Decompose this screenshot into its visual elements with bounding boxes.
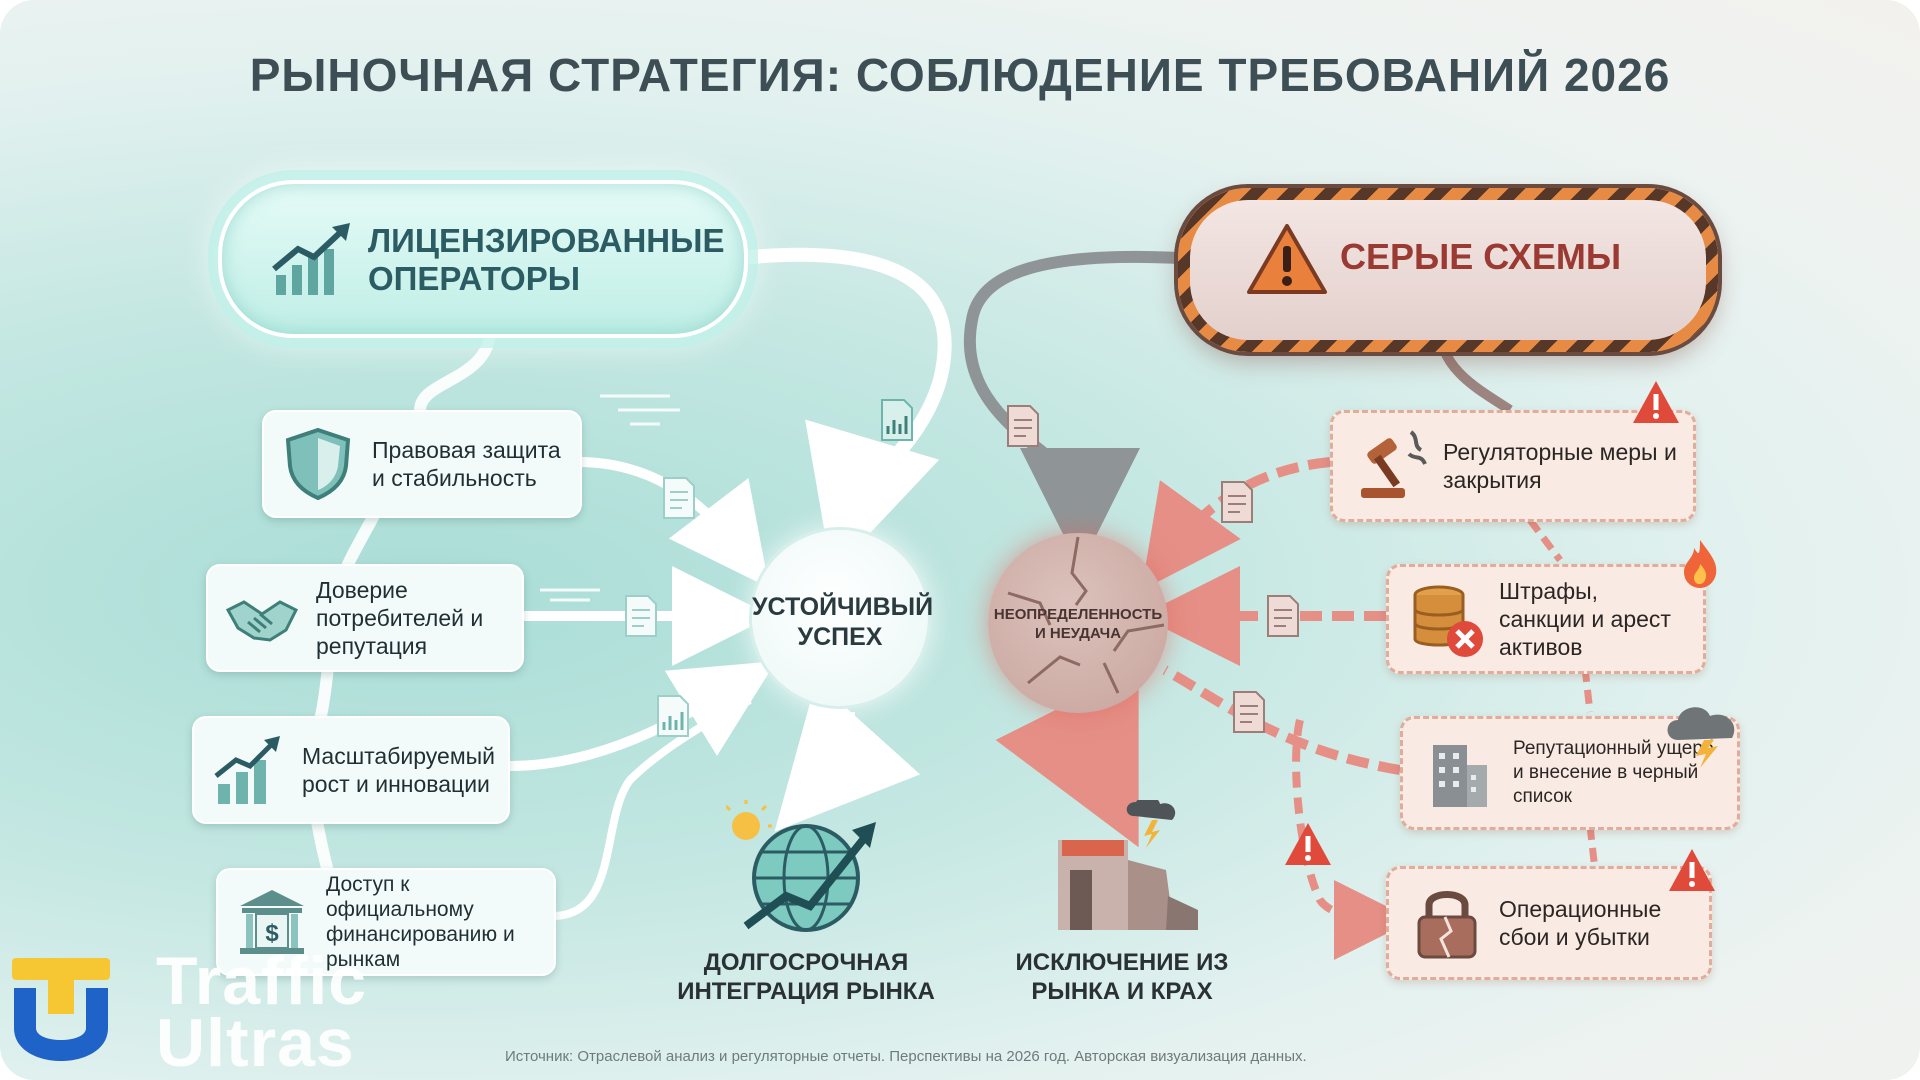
alert-triangle-icon — [1633, 381, 1679, 423]
risk-label: Регуляторные меры и закрытия — [1443, 439, 1677, 493]
risk-chain-connector — [1527, 517, 1599, 871]
collapsed-store-icon — [1058, 800, 1198, 930]
licensed-operators-node: ЛИЦЕНЗИРОВАННЫЕ ОПЕРАТОРЫ — [218, 180, 748, 338]
page-title: РЫНОЧНАЯ СТРАТЕГИЯ: СОБЛЮДЕНИЕ ТРЕБОВАНИ… — [249, 49, 1671, 101]
bar-growth-icon — [214, 736, 280, 804]
benefit-card-trust: Доверие потребителей и репутация — [206, 564, 524, 672]
torn-document-icon — [1221, 481, 1253, 523]
risk-label: Репутационный ущерб и внесение в черный … — [1513, 738, 1714, 807]
traffic-ultras-logo: Traffic Ultras — [6, 943, 446, 1080]
warning-icon — [1247, 224, 1327, 294]
logo-word-2: Ultras — [156, 1005, 355, 1080]
risk-card-operational: Операционные сбои и убытки — [1386, 866, 1712, 980]
failure-to-outcome-connector — [995, 668, 1139, 848]
globe-growth-icon — [726, 800, 876, 932]
torn-document-icon — [1267, 595, 1299, 637]
shield-icon — [285, 427, 351, 501]
benefit-3-connector — [509, 661, 777, 771]
grey-to-failure-connector — [963, 250, 1181, 568]
risk-card-reputation: Репутационный ущерб и внесение в черный … — [1400, 716, 1740, 830]
svg-text:$: $ — [265, 920, 279, 947]
success-hub-label: УСТОЙЧИВЫЙ УСПЕХ — [752, 593, 934, 651]
benefit-4-connector — [551, 696, 752, 920]
success-to-outcome-connector — [774, 680, 921, 832]
alert-triangle-icon — [1285, 823, 1331, 865]
benefit-label: Правовая защита и стабильность — [372, 437, 561, 491]
bank-icon: $ — [240, 890, 304, 954]
outcome-collapse-label: ИСКЛЮЧЕНИЕ ИЗ РЫНКА И КРАХ — [1015, 949, 1229, 1005]
torn-document-icon — [1233, 691, 1265, 733]
report-document-icon — [881, 399, 913, 441]
growth-chart-icon — [272, 223, 350, 295]
logo-word-1: Traffic — [156, 943, 368, 1019]
source-note: Источник: Отраслевой анализ и регуляторн… — [505, 1048, 1307, 1065]
broken-lock-icon — [1417, 891, 1477, 959]
crack-lines — [1007, 536, 1165, 694]
handshake-icon — [225, 600, 299, 642]
benefit-label: Масштабируемый рост и инновации — [302, 743, 496, 797]
outcome-integration-label: ДОЛГОСРОЧНАЯ ИНТЕГРАЦИЯ РЫНКА — [677, 949, 935, 1005]
licensed-to-success-connector — [739, 247, 952, 574]
grey-schemes-label: СЕРЫЕ СХЕМЫ — [1340, 236, 1622, 277]
torn-document-icon — [1007, 405, 1039, 447]
storm-cloud-icon — [1667, 707, 1735, 768]
benefit-card-growth: Масштабируемый рост и инновации — [192, 716, 510, 824]
risk-4-connector — [1292, 719, 1414, 960]
risk-card-fines: Штрафы, санкции и арест активов — [1386, 564, 1706, 674]
grey-schemes-node: СЕРЫЕ СХЕМЫ — [1178, 188, 1718, 352]
document-icon — [625, 595, 657, 637]
licensed-operators-label: ЛИЦЕНЗИРОВАННЫЕ ОПЕРАТОРЫ — [368, 222, 725, 297]
failure-hub: НЕОПРЕДЕЛЕННОСТЬ И НЕУДАЧА — [988, 533, 1168, 713]
benefit-card-legal: Правовая защита и стабильность — [262, 410, 582, 518]
building-storm-icon — [1433, 745, 1487, 807]
gavel-icon — [1361, 430, 1427, 498]
document-icon — [663, 477, 695, 519]
risk-3-connector — [1162, 665, 1401, 775]
failure-hub-label: НЕОПРЕДЕЛЕННОСТЬ И НЕУДАЧА — [993, 606, 1163, 642]
logo-mark-icon — [12, 958, 110, 1061]
report-document-icon — [657, 695, 689, 737]
benefit-card-finance: $ Доступ к официальному финансированию и… — [216, 868, 556, 976]
benefit-label: Доступ к официальному финансированию и р… — [326, 873, 515, 971]
wind-lines — [540, 394, 680, 602]
risk-label: Операционные сбои и убытки — [1499, 896, 1662, 950]
success-hub: УСТОЙЧИВЫЙ УСПЕХ — [752, 530, 934, 706]
fire-icon — [1684, 540, 1717, 588]
coins-icon — [1413, 585, 1483, 657]
alert-triangle-icon — [1669, 849, 1715, 891]
risk-card-regulatory: Регуляторные меры и закрытия — [1330, 410, 1696, 522]
benefit-label: Доверие потребителей и репутация — [316, 577, 484, 659]
risk-label: Штрафы, санкции и арест активов — [1499, 578, 1671, 660]
